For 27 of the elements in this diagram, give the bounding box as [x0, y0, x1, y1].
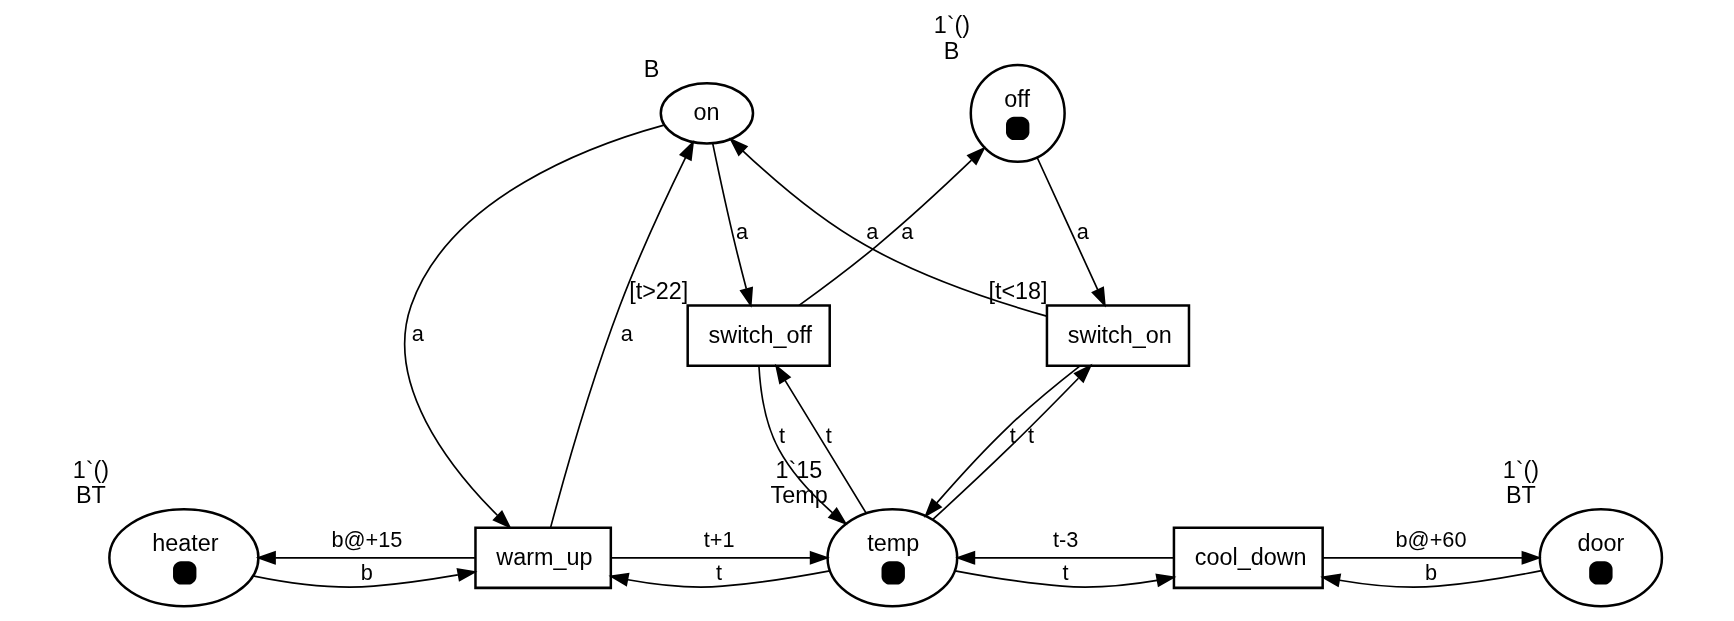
edge-label: t	[1062, 560, 1069, 586]
edge-label: t	[825, 423, 832, 449]
node-label: [t<18]	[987, 278, 1048, 305]
edge-label: t-3	[1052, 526, 1078, 552]
edge-label: t+1	[703, 526, 734, 552]
edge-label: t	[715, 560, 722, 586]
edge-label: t	[778, 423, 785, 449]
node-label: [t>22]	[628, 278, 688, 305]
node-label: BT	[1505, 482, 1536, 508]
node-label: BT	[75, 482, 106, 508]
edge-label: a	[865, 219, 878, 245]
edge-label: b@+15	[330, 526, 402, 552]
edge-label: b	[360, 560, 373, 586]
edge-label: a	[620, 321, 633, 347]
node-label: 1`()	[933, 12, 970, 39]
node-label: 1`()	[1502, 456, 1539, 483]
node-label: 1`()	[72, 456, 109, 483]
edge-label: b	[1424, 560, 1437, 586]
node-label: B	[643, 55, 659, 82]
edge-label: t	[1009, 423, 1016, 449]
edge-label: b@+60	[1395, 526, 1467, 552]
edge-label: t	[1027, 423, 1034, 449]
edge-label: a	[1076, 219, 1089, 245]
edge-label: a	[411, 321, 424, 347]
node-label: B	[943, 37, 959, 64]
edge-label: a	[900, 219, 913, 245]
edge-label: a	[735, 219, 748, 245]
